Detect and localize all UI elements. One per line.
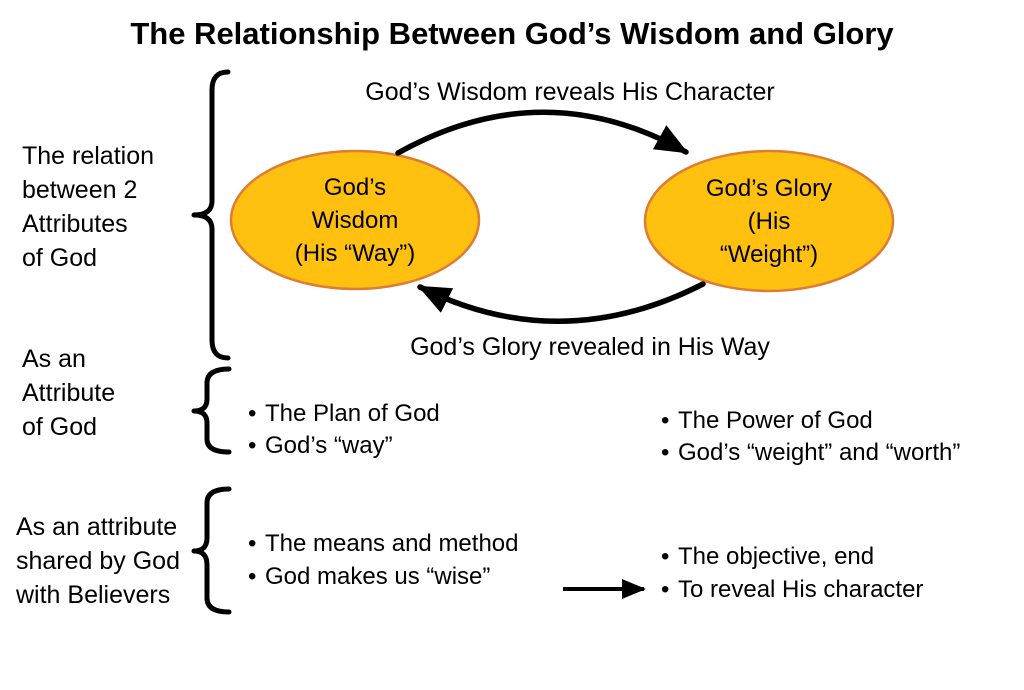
wisdom-line-1: God’s: [323, 174, 387, 201]
row3-right-list: • The objective, end • To reveal His cha…: [661, 540, 923, 606]
row3-label-line-1: As an attribute: [16, 513, 178, 541]
brace-row2: [191, 366, 232, 455]
bullet-marker: •: [248, 563, 257, 590]
list-item: • The Plan of God: [248, 398, 440, 430]
list-item-text: The objective, end: [678, 543, 875, 570]
bullet-marker: •: [661, 576, 670, 603]
list-item-text: God’s “weight” and “worth”: [678, 439, 961, 466]
row3-label-line-2: shared by God: [16, 547, 180, 575]
row2-right-list: • The Power of God • God’s “weight” and …: [661, 405, 960, 469]
list-item: • God’s “weight” and “worth”: [661, 437, 960, 469]
row1-label-line-2: between 2: [22, 176, 138, 204]
glory-ellipse: [643, 149, 895, 293]
bullet-marker: •: [661, 407, 670, 434]
row2-label-line-3: of God: [22, 413, 98, 441]
row3-side-label: As an attribute shared by God with Belie…: [16, 510, 180, 612]
wisdom-ellipse-label: God’s Wisdom (His “Way”): [230, 171, 480, 270]
row3-label-line-3: with Believers: [16, 581, 171, 609]
row2-label-line-1: As an: [22, 345, 86, 373]
row1-side-label: The relation between 2 Attributes of God: [22, 139, 154, 275]
list-item-text: To reveal His character: [678, 576, 924, 603]
wisdom-line-2: Wisdom: [311, 207, 399, 234]
list-item-text: God’s “way”: [265, 432, 393, 459]
cycle-top-label: God’s Wisdom reveals His Character: [365, 78, 775, 106]
glory-line-1: God’s Glory: [705, 175, 833, 202]
bullet-marker: •: [248, 530, 257, 557]
cycle-bottom-label: God’s Glory revealed in His Way: [410, 333, 770, 361]
bullet-marker: •: [661, 543, 670, 570]
row2-side-label: As an Attribute of God: [22, 342, 115, 444]
list-item-text: The Plan of God: [265, 400, 440, 427]
row1-label-line-1: The relation: [22, 142, 155, 170]
glory-ellipse-label: God’s Glory (His “Weight”): [645, 172, 893, 271]
list-item: • To reveal His character: [661, 573, 923, 606]
list-item: • God makes us “wise”: [248, 560, 519, 593]
page-title: The Relationship Between God’s Wisdom an…: [130, 16, 894, 51]
glory-line-2: (His: [747, 208, 791, 235]
list-item-text: God makes us “wise”: [265, 563, 491, 590]
row1-label-line-4: of God: [22, 244, 98, 272]
glory-line-3: “Weight”): [719, 241, 819, 268]
arrow-wisdom-to-glory: [395, 109, 689, 156]
row2-label-line-2: Attribute: [22, 379, 116, 407]
wisdom-ellipse: [229, 149, 481, 291]
bullet-marker: •: [248, 400, 257, 427]
list-item-text: The means and method: [265, 530, 519, 557]
list-item: • God’s “way”: [248, 430, 440, 462]
arrow-glory-to-wisdom: [417, 281, 706, 324]
brace-row1: [191, 69, 231, 361]
list-item-text: The Power of God: [678, 407, 873, 434]
list-item: • The means and method: [248, 527, 519, 560]
brace-row3: [191, 486, 232, 615]
list-item: • The Power of God: [661, 405, 960, 437]
wisdom-line-3: (His “Way”): [294, 240, 416, 267]
bullet-marker: •: [661, 439, 670, 466]
list-item: • The objective, end: [661, 540, 923, 573]
row1-label-line-3: Attributes: [22, 210, 128, 238]
bullet-marker: •: [248, 432, 257, 459]
row3-left-list: • The means and method • God makes us “w…: [248, 527, 519, 593]
row2-left-list: • The Plan of God • God’s “way”: [248, 398, 440, 462]
